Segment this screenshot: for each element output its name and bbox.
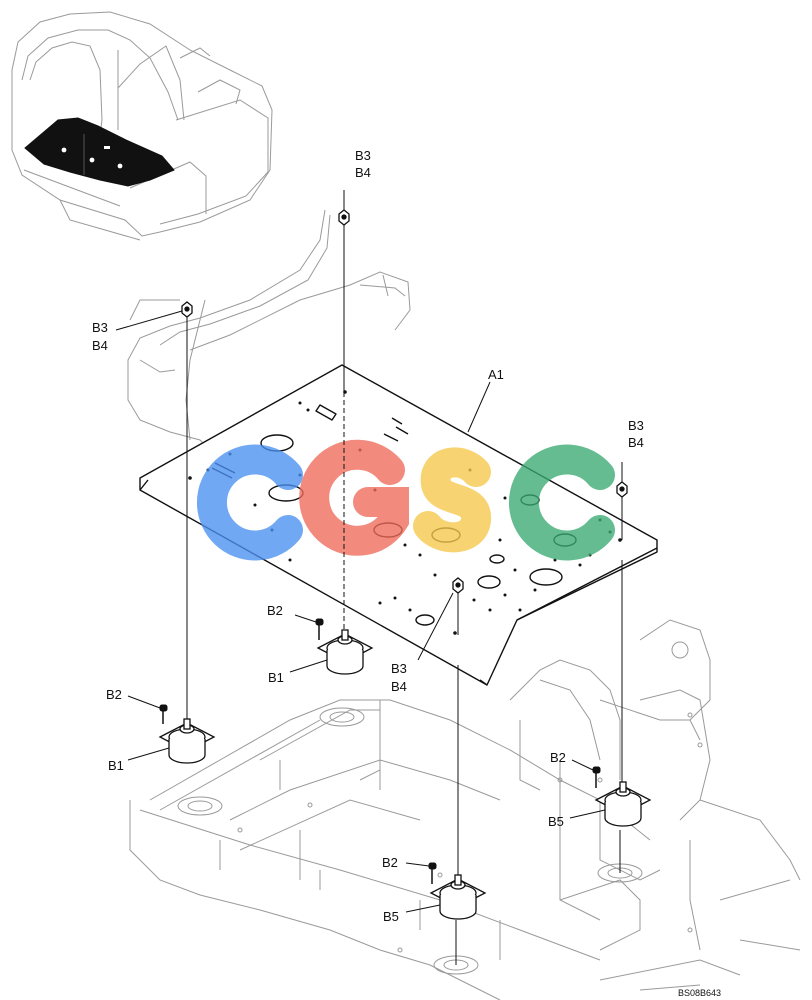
callout-label-b2: B2 [267, 603, 283, 618]
callout-label-b3: B3 [355, 148, 371, 163]
leader-lines [115, 190, 623, 913]
callout-label-b3: B3 [391, 661, 407, 676]
nut-b3-b4 [616, 481, 628, 498]
machine-overview-inset [11, 11, 273, 241]
callout-label-b4: B4 [391, 679, 407, 694]
watermark-letter-c [509, 444, 615, 561]
callout-label-b2: B2 [550, 750, 566, 765]
mount-b5 [429, 874, 487, 920]
callout-label-b4: B4 [355, 165, 371, 180]
callout-label-b2: B2 [106, 687, 122, 702]
bolt-b2 [428, 862, 437, 884]
watermark-letter-s [413, 447, 491, 553]
bolt-b2 [315, 618, 324, 640]
callout-label-b1: B1 [268, 670, 284, 685]
callout-label-b5: B5 [548, 814, 564, 829]
bolt-b2 [592, 766, 601, 788]
callout-label-b3: B3 [628, 418, 644, 433]
cgsc-watermark [197, 439, 615, 561]
callout-label-b4: B4 [92, 338, 108, 353]
callout-label-b3: B3 [92, 320, 108, 335]
callout-label-b2: B2 [382, 855, 398, 870]
watermark-letter-c [197, 444, 303, 561]
cab-frame-outline [127, 209, 801, 1000]
drawing-reference-number: BS08B643 [678, 988, 721, 998]
nut-b3-b4 [338, 209, 350, 226]
callout-label-b5: B5 [383, 909, 399, 924]
watermark-letter-g [299, 439, 409, 556]
mount-b1 [158, 718, 216, 764]
nut-b3-b4 [452, 577, 464, 594]
nut-b3-b4 [181, 301, 193, 318]
callout-label-b4: B4 [628, 435, 644, 450]
assembly-axis-lines [186, 218, 623, 965]
mount-b5 [594, 781, 652, 827]
callout-label-b1: B1 [108, 758, 124, 773]
callout-label-a1: A1 [488, 367, 504, 382]
bolt-b2 [159, 704, 168, 724]
mount-b1 [316, 629, 374, 675]
